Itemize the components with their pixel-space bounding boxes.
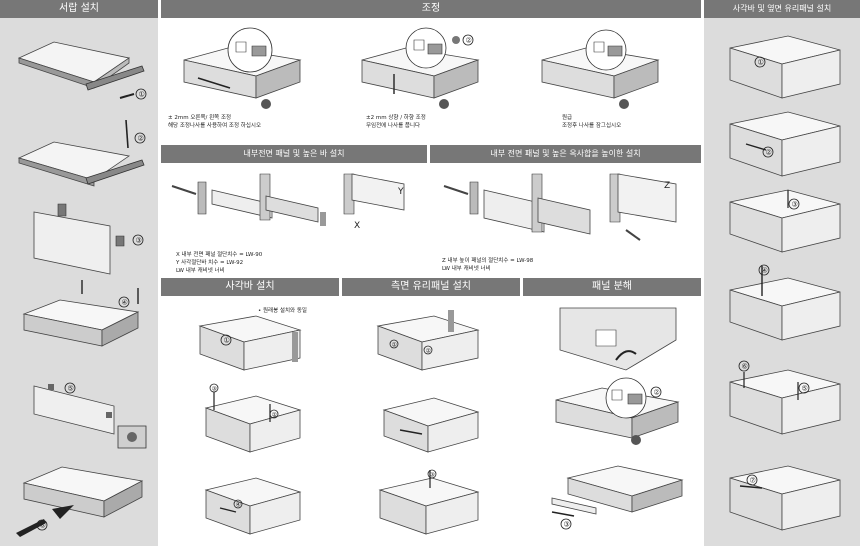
drawer-step-6-illustration: ⑥ [16,455,154,537]
callout-2-adjust: ② [466,37,472,45]
high-bar-note-lw: LW 내부 캐비넷 너비 [176,268,225,274]
rail-step-3-illustration: ④ [196,470,306,540]
high-side-note-lw: LW 내부 캐비넷 너비 [442,266,491,272]
label-z: Z [664,181,670,191]
right-callout-1: ① [758,59,764,67]
callout-2: ② [138,135,144,143]
remove-callout-2: ② [654,389,660,397]
header-front-panel-high-side: 내부 전면 패널 및 높은 옥사합을 높이한 설치 [430,145,701,163]
header-side-glass-install: 측면 유리패널 설치 [342,278,520,296]
adjust-vertical-illustration: ② [358,26,488,109]
adjust-note-3b: 조정후 나사를 잠그십시오 [562,123,622,129]
right-callout-2: ② [766,149,772,157]
glass-step-1-illustration: ① ② [374,310,484,376]
rail-callout-4: ④ [236,502,241,509]
glass-callout-2: ② [426,348,432,355]
high-bar-illustration: Y X [168,168,423,231]
rail-callout-2: ② [272,412,278,419]
drawer-step-2-illustration: ② [14,118,154,192]
adjust-note-1b: 해당 조정나사를 사용하여 조정 하십시오 [168,123,262,129]
remove-callout-3: ③ [564,521,570,529]
rail-step-1-illustration: ① [196,312,306,376]
remove-step-3-illustration: ③ [548,458,688,534]
remove-step-2-illustration: ② [552,372,684,445]
high-side-notes: Z 내부 높이 패널의 절단치수 = LW-98 LW 내부 캐비넷 너비 [442,257,533,273]
right-callout-3: ③ [792,201,798,209]
right-step-6-illustration: ⑦ [722,456,846,536]
high-bar-note-y: Y 사각절단바 치수 = LW-92 [176,260,244,266]
callout-6: ⑥ [40,522,46,530]
header-drawer-install: 서랍 설치 [0,0,158,18]
high-side-note-z: Z 내부 높이 패널의 절단치수 = LW-98 [442,258,534,264]
adjust-notes-2: ±2 mm 상향 / 하향 조정 무임전에 나사를 풉니다 [366,114,426,130]
header-adjust: 조정 [161,0,701,18]
glass-step-2-illustration [374,390,484,456]
adjust-note-2a: ±2 mm 상향 / 하향 조정 [366,115,426,121]
header-rail-install: 사각바 설치 [161,278,339,296]
callout-1: ① [139,91,145,99]
glass-callout-1: ① [392,342,397,349]
rail-note: • 원래봉 설치와 동일 [258,308,307,314]
drawer-step-1-illustration: ① [14,36,154,106]
label-y: Y [397,187,404,197]
left-panel [0,0,158,546]
rail-callout-3: ③ [212,386,217,393]
drawer-step-5-illustration: ⑤ [14,370,154,450]
right-step-1-illustration: ① [722,28,846,104]
header-rail-glass-install: 사각바 및 옆면 유리패널 설치 [704,0,860,18]
adjust-notes-3: 원급 조정후 나사를 잠그십시오 [562,114,621,130]
adjust-lock-illustration [538,26,668,109]
high-bar-notes: X 내부 전면 패널 절단치수 = LW-90 Y 사각절단바 치수 = LW-… [176,251,262,275]
high-side-illustration: Z [440,168,695,248]
right-callout-7: ⑦ [750,477,756,485]
adjust-note-2b: 무임전에 나사를 풉니다 [366,123,421,129]
high-bar-note-x: X 내부 전면 패널 절단치수 = LW-90 [176,252,263,258]
adjust-notes-1: ± 2mm 오른쪽/ 왼쪽 조정 해당 조정나사를 사용하여 조정 하십시오 [168,114,261,130]
glass-callout-3: ③ [430,472,435,479]
callout-5: ⑤ [68,385,74,393]
right-callout-6: ⑥ [742,363,748,371]
right-step-3-illustration: ③ [722,186,846,256]
header-panel-remove: 패널 분해 [523,278,701,296]
right-step-2-illustration: ② [722,104,846,184]
right-step-4-illustration: ④ [722,262,846,344]
rail-callout-1: ① [224,337,230,345]
label-x: X [354,221,360,231]
right-step-5-illustration: ⑥ ⑤ [722,360,846,440]
right-callout-5: ⑤ [802,385,808,393]
adjust-note-1a: ± 2mm 오른쪽/ 왼쪽 조정 [168,115,232,121]
header-front-panel-high-bar: 내부전면 패널 및 높은 바 설치 [161,145,427,163]
remove-step-1-illustration [556,300,682,382]
rail-step-2-illustration: ③ ② [196,384,306,458]
drawer-step-4-illustration: ④ [14,280,154,354]
callout-3: ③ [136,237,142,245]
callout-4: ④ [122,299,128,307]
adjust-note-3a: 원급 [562,115,573,121]
adjust-lateral-illustration [180,26,310,109]
drawer-step-3-illustration: ③ [14,200,154,276]
glass-step-3-illustration: ③ [370,466,484,540]
right-callout-4: ④ [762,267,768,275]
